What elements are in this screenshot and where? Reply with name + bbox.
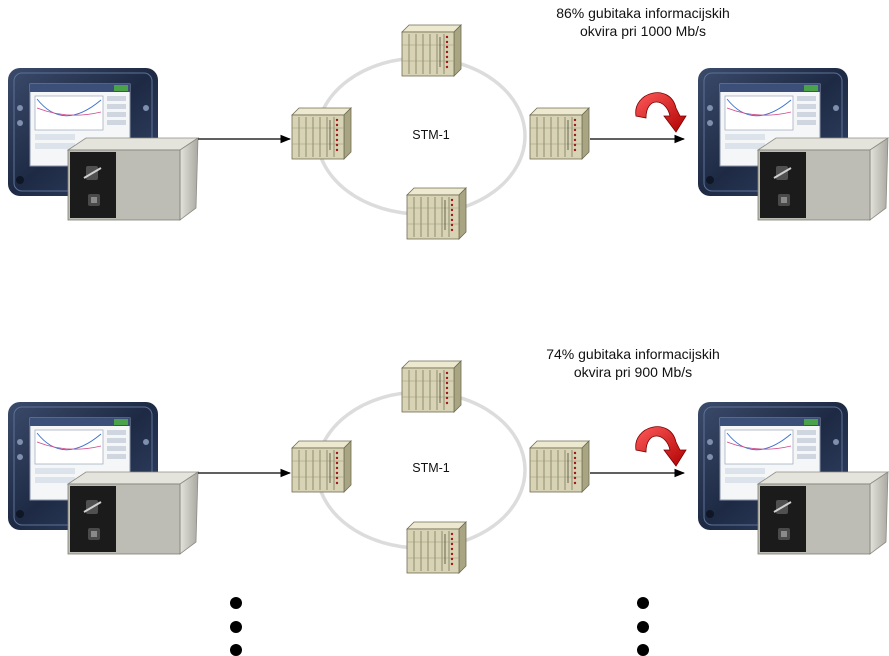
sdh-node-right [529, 107, 590, 160]
sdh-node-bottom [406, 521, 467, 574]
caption-frame-loss-900: 74% gubitaka informacijskih okvira pri 9… [503, 345, 763, 381]
sdh-node-bottom [406, 187, 467, 240]
ellipsis-dot [230, 597, 242, 609]
tester-right [697, 401, 889, 555]
caption-line-1: 74% gubitaka informacijskih [546, 346, 720, 362]
ellipsis-dot [637, 597, 649, 609]
sdh-node-left [291, 440, 352, 493]
caption-frame-loss-1000: 86% gubitaka informacijskih okvira pri 1… [513, 4, 773, 40]
ellipsis-dot [230, 644, 242, 656]
ellipsis-dot [637, 621, 649, 633]
panel-900 [7, 360, 889, 574]
ring-label-stm1: STM-1 [412, 461, 450, 475]
ellipsis-dot [637, 644, 649, 656]
sdh-node-top [401, 360, 462, 413]
caption-line-2: okvira pri 900 Mb/s [573, 364, 693, 380]
continuation-dots-right [637, 597, 649, 656]
caption-line-1: 86% gubitaka informacijskih [556, 5, 730, 21]
tester-left [7, 67, 199, 221]
sdh-node-left [291, 107, 352, 160]
sdh-node-right [529, 440, 590, 493]
panel-1000 [7, 24, 889, 240]
loopback-arrow-icon [635, 426, 687, 467]
caption-line-2: okvira pri 1000 Mb/s [579, 23, 707, 39]
ring-label-stm1: STM-1 [412, 128, 450, 142]
tester-left [7, 401, 199, 555]
loopback-arrow-icon [635, 92, 687, 133]
tester-right [697, 67, 889, 221]
continuation-dots-left [230, 597, 242, 656]
ellipsis-dot [230, 621, 242, 633]
sdh-node-top [401, 24, 462, 77]
